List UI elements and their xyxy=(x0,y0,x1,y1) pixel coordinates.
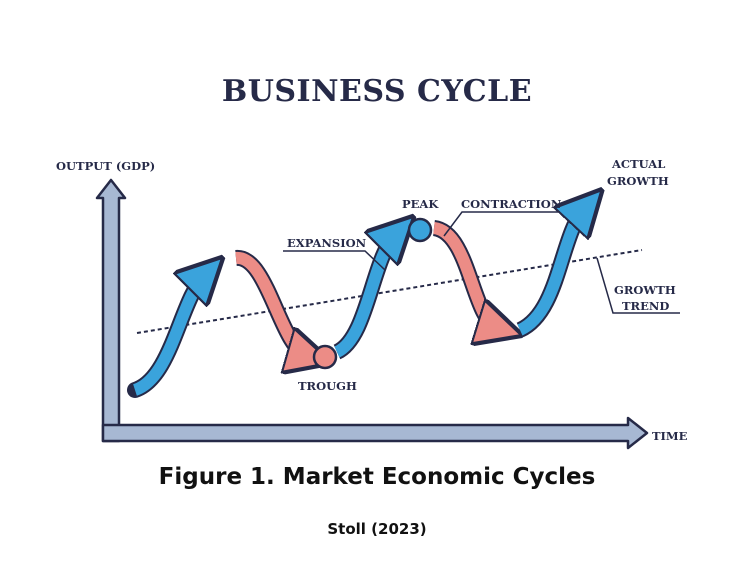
actual-growth-label-line2: GROWTH xyxy=(607,174,669,188)
actual-growth-label-line1: ACTUAL xyxy=(611,157,665,171)
diagram-title: BUSINESS CYCLE xyxy=(221,74,533,109)
peak-marker xyxy=(407,217,433,243)
contraction-label: CONTRACTION xyxy=(461,197,562,211)
trough-label: TROUGH xyxy=(298,379,357,393)
y-axis-arrow xyxy=(95,178,127,443)
figure-caption: Figure 1. Market Economic Cycles xyxy=(158,464,596,490)
figure-citation: Stoll (2023) xyxy=(327,520,427,538)
y-axis-label: OUTPUT (GDP) xyxy=(56,159,155,173)
x-axis-label: TIME xyxy=(652,429,688,443)
contraction-segment-2 xyxy=(431,220,498,328)
growth-trend-label-line1: GROWTH xyxy=(614,283,676,297)
growth-trend-line xyxy=(136,249,643,334)
peak-label: PEAK xyxy=(402,197,439,211)
expansion-segment-1 xyxy=(127,275,205,398)
trough-marker xyxy=(312,344,338,370)
contraction-leader-line xyxy=(443,211,560,237)
growth-trend-leader-line xyxy=(596,257,680,314)
expansion-leader-line xyxy=(283,250,386,271)
expansion-label: EXPANSION xyxy=(287,236,367,250)
expansion-segment-2 xyxy=(332,234,396,360)
growth-trend-label-line2: TREND xyxy=(622,299,669,313)
contraction-segment-1 xyxy=(235,250,308,356)
x-axis-arrow xyxy=(101,416,649,450)
expansion-segment-3 xyxy=(515,208,585,338)
